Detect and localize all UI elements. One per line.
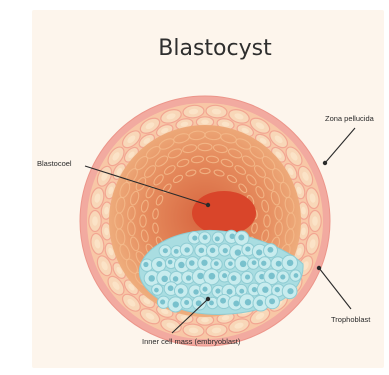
inner-cell-nucleus bbox=[173, 301, 179, 307]
inner-cell-nucleus bbox=[189, 260, 195, 266]
label-zona-pellucida: Zona pellucida bbox=[325, 114, 375, 123]
leader-dot-trophoblast bbox=[317, 266, 321, 270]
inner-cell-nucleus bbox=[287, 288, 293, 294]
inner-cell-nucleus bbox=[287, 260, 294, 267]
inner-cell-nucleus bbox=[178, 262, 184, 268]
inner-cell-nucleus bbox=[168, 260, 173, 265]
inner-cell-nucleus bbox=[209, 301, 214, 306]
inner-cell-nucleus bbox=[245, 275, 250, 280]
inner-cell-nucleus bbox=[209, 273, 216, 280]
inner-cell-nucleus bbox=[192, 235, 197, 240]
inner-cell-nucleus bbox=[201, 260, 207, 266]
inner-cell-nucleus bbox=[276, 261, 282, 267]
inner-cell-nucleus bbox=[256, 249, 262, 255]
inner-cell-nucleus bbox=[268, 273, 274, 279]
trophoblast-cell-core bbox=[201, 120, 209, 125]
inner-cell-nucleus bbox=[231, 275, 237, 281]
leader-dot-blastocoel bbox=[206, 203, 210, 207]
label-inner-cell-mass: Inner cell mass (embryoblast) bbox=[142, 337, 241, 346]
inner-cell-nucleus bbox=[280, 274, 285, 279]
inner-cell-nucleus bbox=[184, 247, 189, 252]
inner-cell-nucleus bbox=[203, 235, 208, 240]
inner-cell-nucleus bbox=[294, 273, 299, 278]
inner-cell-nucleus bbox=[245, 299, 251, 305]
inner-cell-nucleus bbox=[275, 287, 280, 292]
inner-cell-nucleus bbox=[154, 288, 159, 293]
inner-cell-nucleus bbox=[174, 249, 179, 254]
inner-cell-nucleus bbox=[238, 234, 244, 240]
inner-cell-nucleus bbox=[262, 287, 268, 293]
inner-cell-nucleus bbox=[156, 261, 162, 267]
inner-cell-nucleus bbox=[178, 288, 184, 294]
leader-dot-zona-pellucida bbox=[323, 161, 327, 165]
inner-cell-nucleus bbox=[197, 273, 203, 279]
inner-cell-nucleus bbox=[233, 301, 239, 307]
trophoblast-cell-core bbox=[92, 216, 98, 225]
inner-cell-nucleus bbox=[261, 261, 266, 266]
inner-cell-nucleus bbox=[239, 289, 244, 294]
inner-cell-nucleus bbox=[245, 246, 250, 251]
trophoblast-cell-core bbox=[312, 216, 318, 225]
inner-cell-nucleus bbox=[222, 273, 227, 278]
inner-cell-nucleus bbox=[215, 288, 220, 293]
inner-cell-nucleus bbox=[267, 247, 273, 253]
inner-cell-nucleus bbox=[257, 300, 264, 307]
inner-cell-nucleus bbox=[161, 276, 168, 283]
inner-cell-nucleus bbox=[215, 236, 220, 241]
inner-cell-nucleus bbox=[202, 287, 207, 292]
inner-cell-nucleus bbox=[173, 276, 179, 282]
inner-cell-nucleus bbox=[210, 248, 216, 254]
inner-cell-nucleus bbox=[148, 275, 154, 281]
blastocoel bbox=[192, 191, 256, 235]
leader-dot-inner-cell-mass bbox=[206, 297, 210, 301]
diagram-title: Blastocyst bbox=[158, 36, 272, 61]
inner-cell-nucleus bbox=[269, 298, 275, 304]
inner-cell-nucleus bbox=[240, 261, 247, 268]
inner-cell-nucleus bbox=[168, 285, 174, 291]
inner-cell-nucleus bbox=[220, 298, 226, 304]
inner-cell-nucleus bbox=[184, 300, 189, 305]
inner-cell-nucleus bbox=[160, 299, 165, 304]
inner-cell-nucleus bbox=[214, 261, 219, 266]
inner-cell-nucleus bbox=[252, 287, 257, 292]
label-blastocoel: Blastocoel bbox=[37, 159, 72, 168]
inner-cell-nucleus bbox=[143, 262, 148, 267]
inner-cell-nucleus bbox=[228, 261, 233, 266]
label-trophoblast: Trophoblast bbox=[331, 315, 371, 324]
inner-cell-nucleus bbox=[252, 260, 257, 265]
inner-cell-nucleus bbox=[193, 289, 198, 294]
inner-cell-nucleus bbox=[199, 248, 205, 254]
inner-cell-nucleus bbox=[227, 289, 233, 295]
inner-cell-nucleus bbox=[223, 248, 228, 253]
trophoblast-cell-core bbox=[201, 318, 209, 323]
inner-cell-nucleus bbox=[163, 248, 168, 253]
inner-cell-nucleus bbox=[235, 249, 241, 255]
inner-cell-nucleus bbox=[186, 275, 191, 280]
